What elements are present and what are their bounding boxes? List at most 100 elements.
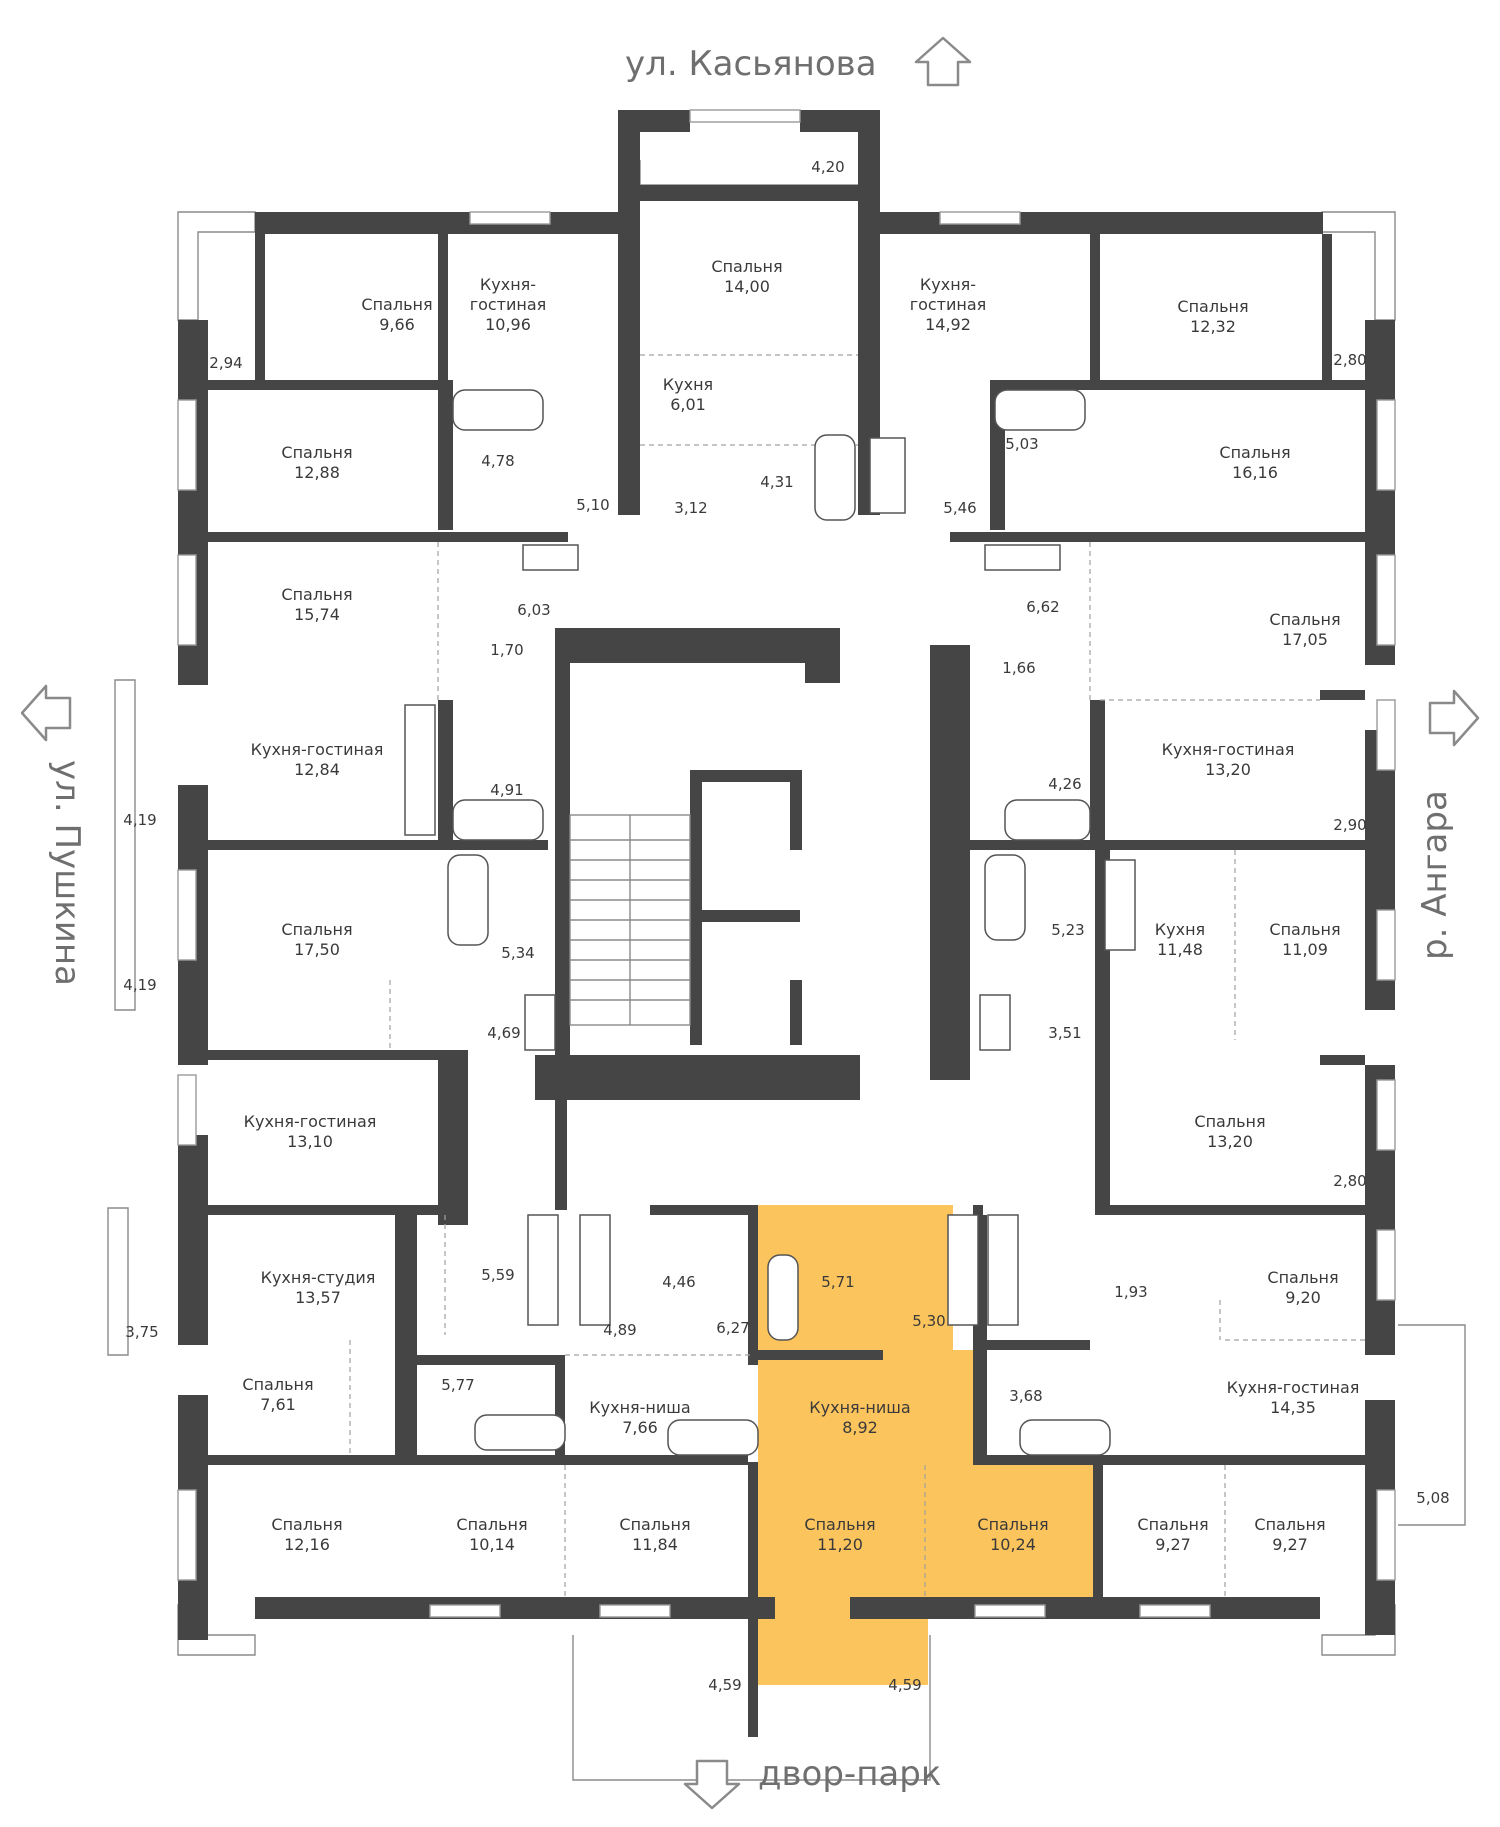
area-label: 3,68 [1009, 1387, 1042, 1405]
room-name: Спальня [1269, 920, 1340, 939]
staircase [569, 814, 691, 1026]
room-area: 15,74 [294, 605, 340, 624]
room-area: 13,10 [287, 1132, 333, 1151]
room-area: 12,88 [294, 463, 340, 482]
area-label: 5,34 [501, 944, 534, 962]
room-area: 8,92 [842, 1418, 878, 1437]
room-name: Кухня-гостиная [1162, 740, 1295, 759]
room-name: гостиная [470, 295, 547, 314]
area-label: 4,69 [487, 1024, 520, 1042]
room-name: Кухня- [920, 275, 976, 294]
room-area: 10,96 [485, 315, 531, 334]
room-name: Спальня [1269, 610, 1340, 629]
room-area: 9,20 [1285, 1288, 1321, 1307]
room-area: 16,16 [1232, 463, 1278, 482]
area-label: 6,62 [1026, 598, 1059, 616]
street-west-label: ул. Пушкина [47, 760, 87, 986]
area-label: 3,75 [125, 1323, 158, 1341]
street-west: ул. Пушкина [20, 684, 87, 986]
street-south: двор-парк [683, 1754, 941, 1810]
room-area: 9,27 [1272, 1535, 1308, 1554]
area-label: 6,03 [517, 601, 550, 619]
room-area: 17,50 [294, 940, 340, 959]
room-name: Спальня [361, 295, 432, 314]
room-name: Кухня-гостиная [251, 740, 384, 759]
room-area: 13,20 [1207, 1132, 1253, 1151]
area-label: 4,59 [888, 1676, 921, 1694]
room-name: Кухня-ниша [809, 1398, 910, 1417]
room-area: 10,14 [469, 1535, 515, 1554]
area-label: 1,70 [490, 641, 523, 659]
arrow-right-icon [1428, 689, 1480, 747]
room-name: гостиная [910, 295, 987, 314]
area-label: 4,59 [708, 1676, 741, 1694]
room-area: 17,05 [1282, 630, 1328, 649]
room-labels: Спальня9,66Кухня-гостиная10,96Спальня14,… [242, 257, 1359, 1554]
room-area: 6,01 [670, 395, 706, 414]
street-south-label: двор-парк [758, 1754, 941, 1794]
area-label: 1,93 [1114, 1283, 1147, 1301]
room-area: 14,35 [1270, 1398, 1316, 1417]
area-label: 2,80 [1333, 351, 1366, 369]
street-north: ул. Касьянова [625, 36, 972, 87]
room-name: Спальня [804, 1515, 875, 1534]
area-label: 4,20 [811, 158, 844, 176]
area-label: 4,78 [481, 452, 514, 470]
arrow-down-icon [683, 1759, 741, 1810]
room-name: Спальня [1219, 443, 1290, 462]
room-area: 7,61 [260, 1395, 296, 1414]
area-label: 5,30 [912, 1312, 945, 1330]
room-area: 12,16 [284, 1535, 330, 1554]
street-east: р. Ангара [1415, 689, 1480, 960]
room-name: Спальня [619, 1515, 690, 1534]
area-label: 4,19 [123, 811, 156, 829]
area-label: 2,90 [1333, 816, 1366, 834]
room-name: Спальня [1267, 1268, 1338, 1287]
room-name: Спальня [281, 443, 352, 462]
room-area: 13,20 [1205, 760, 1251, 779]
area-label: 2,80 [1333, 1172, 1366, 1190]
area-label: 5,59 [481, 1266, 514, 1284]
area-label: 5,03 [1005, 435, 1038, 453]
fixtures [404, 389, 1136, 1456]
room-area: 11,20 [817, 1535, 863, 1554]
area-label: 2,94 [209, 354, 242, 372]
area-label: 5,10 [576, 496, 609, 514]
room-name: Кухня-гостиная [244, 1112, 377, 1131]
area-label: 3,51 [1048, 1024, 1081, 1042]
arrow-left-icon [20, 684, 72, 742]
room-area: 14,92 [925, 315, 971, 334]
room-area: 11,84 [632, 1535, 678, 1554]
room-area: 12,84 [294, 760, 340, 779]
room-name: Кухня- [480, 275, 536, 294]
room-name: Кухня-ниша [589, 1398, 690, 1417]
area-label: 4,46 [662, 1273, 695, 1291]
area-label: 4,89 [603, 1321, 636, 1339]
room-area: 11,48 [1157, 940, 1203, 959]
